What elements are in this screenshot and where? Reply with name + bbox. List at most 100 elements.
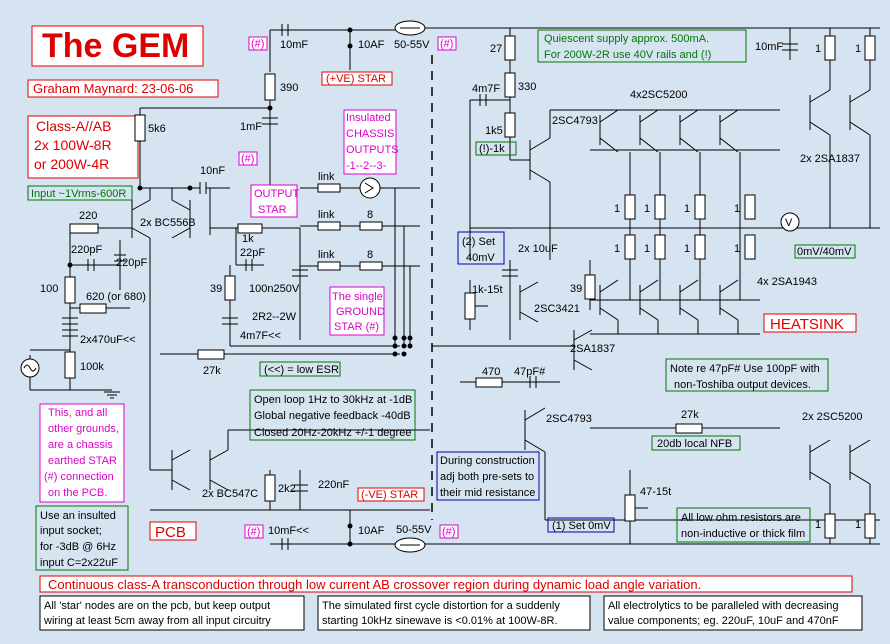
r620-label: 620 (or 680) — [86, 291, 146, 303]
r1b-label: 1 — [855, 43, 861, 55]
construction-note-1: During construction — [440, 455, 535, 467]
r8b-label: 8 — [367, 249, 373, 261]
r220-label: 220 — [79, 210, 97, 222]
sc4793b-label: 2SC4793 — [546, 413, 592, 425]
grounds-note-3: are a chassis — [48, 439, 113, 451]
lowohm-line-1: All low ohm resistors are — [681, 512, 801, 524]
low-esr-box — [259, 361, 341, 377]
note47-line-1: Note re 47pF# Use 100pF with — [670, 363, 820, 375]
c220pf-left-label: 220pF — [71, 244, 102, 256]
insulated-line-3: OUTPUTS — [346, 144, 399, 156]
r27-label: 27 — [490, 43, 502, 55]
pos-star-label: (+VE) STAR — [326, 73, 386, 85]
set-0mv-box — [547, 517, 615, 533]
spec-line-1: Class-A//AB — [36, 118, 111, 134]
lower-output-stage — [590, 279, 760, 335]
sa1943-label: 4x 2SA1943 — [757, 276, 817, 288]
socket-note-1: Use an insulted — [40, 510, 116, 522]
meter-box — [794, 244, 856, 259]
ground-star-line-2: GROUND — [336, 306, 385, 318]
c47pf-label: 47pF# — [514, 366, 546, 378]
c100n-label: 100n250V — [249, 283, 300, 295]
r2k2-label: 2k2 — [278, 483, 296, 495]
author-label: Graham Maynard: 23-06-06 — [33, 81, 193, 96]
set-40mv-box — [457, 231, 505, 265]
footer-box-2 — [317, 595, 591, 631]
c22pf-label: 22pF — [240, 247, 265, 259]
hash-badge-3 — [238, 151, 258, 166]
note47-box — [665, 358, 829, 392]
bc556-label: 2x BC556B — [140, 217, 196, 229]
bottom-banner: Continuous class-A transconduction throu… — [48, 577, 701, 592]
sc5200-label: 4x2SC5200 — [630, 89, 688, 101]
input-note: Input ~1Vrms-600R — [31, 188, 126, 200]
r1-label-1: 1 — [614, 203, 620, 215]
r1-label-4: 1 — [734, 203, 740, 215]
hash-badge-4 — [244, 524, 264, 539]
supply-note-box — [537, 29, 747, 63]
grounds-note-1: This, and all — [48, 407, 107, 419]
low-esr-label: (<<) = low ESR — [264, 364, 339, 376]
r100-label: 100 — [40, 283, 58, 295]
hash-3: (#) — [241, 153, 254, 165]
lowohm-line-2: non-inductive or thick film — [681, 528, 805, 540]
output-terminal-icon — [359, 177, 381, 199]
bottom-banner-box — [39, 575, 853, 593]
footer-1-line-1: All 'star' nodes are on the pcb, but kee… — [44, 600, 270, 612]
construction-note-2: adj both pre-sets to — [440, 471, 534, 483]
socket-note-box — [35, 505, 129, 571]
r1k-excl-label: (!)-1k — [479, 143, 505, 155]
spec-line-2: 2x 100W-8R — [34, 137, 112, 153]
grounds-note-6: on the PCB. — [48, 487, 107, 499]
page-title: The GEM — [42, 27, 189, 65]
heatsink-box — [763, 313, 857, 333]
hash-5: (#) — [442, 526, 455, 538]
r5k6-label: 5k6 — [148, 123, 166, 135]
supply-note-2: For 200W-2R use 40V rails and (!) — [544, 49, 711, 61]
r1-label-2: 1 — [644, 203, 650, 215]
spec-box — [27, 115, 139, 179]
c220pf-right-label: 220pF — [116, 257, 147, 269]
lowohm-box — [676, 507, 811, 543]
pcb-label: PCB — [155, 524, 186, 541]
link3-label: link — [318, 249, 335, 261]
note47-line-2: non-Toshiba output devices. — [674, 379, 811, 391]
output-star-box — [250, 184, 298, 218]
loop-note-box — [249, 389, 416, 441]
neg-star-box — [357, 487, 425, 502]
construction-note-3: their mid resistance — [440, 487, 535, 499]
footer-box-3 — [603, 595, 863, 631]
ground-star-line-1: The single — [332, 291, 383, 303]
insulated-line-1: Insulated — [346, 112, 391, 124]
set-0mv-label: (1) Set 0mV — [552, 520, 611, 532]
r1-label-5: 1 — [614, 243, 620, 255]
r1-label-9: 1 — [815, 519, 821, 531]
output-star-line-2: STAR — [258, 204, 287, 216]
sa1837-right-label: 2x 2SA1837 — [800, 153, 860, 165]
hash-badge-1 — [248, 36, 268, 51]
sc4793a-label: 2SC4793 — [552, 115, 598, 127]
socket-note-4: input C=2x22uF — [40, 557, 118, 569]
neg-star-label: (-VE) STAR — [361, 489, 418, 501]
pot1k-label: 1k-15t — [472, 284, 503, 296]
grounds-note-4: earthed STAR — [48, 455, 117, 467]
r2r2-label: 2R2--2W — [252, 311, 297, 323]
meter-glyph: V — [785, 217, 793, 229]
r1-label-8: 1 — [734, 243, 740, 255]
footer-3-line-1: All electrolytics to be paralleled with … — [608, 600, 839, 612]
c10mf-bot-label: 10mF<< — [268, 525, 309, 537]
socket-note-3: for -3dB @ 6Hz — [40, 541, 116, 553]
c10af-bot-label: 10AF — [358, 525, 385, 537]
input-note-box — [27, 185, 133, 201]
c1mf-label: 1mF — [240, 121, 262, 133]
nfb-box — [651, 435, 741, 451]
c2x470-label: 2x470uF<< — [80, 334, 136, 346]
footer-3-line-2: value components; eg. 220uF, 10uF and 47… — [608, 615, 839, 627]
ground-star-box — [329, 286, 385, 336]
r330-label: 330 — [518, 81, 536, 93]
c220nf-label: 220nF — [318, 479, 349, 491]
r1-label-10: 1 — [855, 519, 861, 531]
grounds-note-2: other grounds, — [48, 423, 119, 435]
r8a-label: 8 — [367, 209, 373, 221]
fuse-top-label: 50-55V — [394, 39, 430, 51]
